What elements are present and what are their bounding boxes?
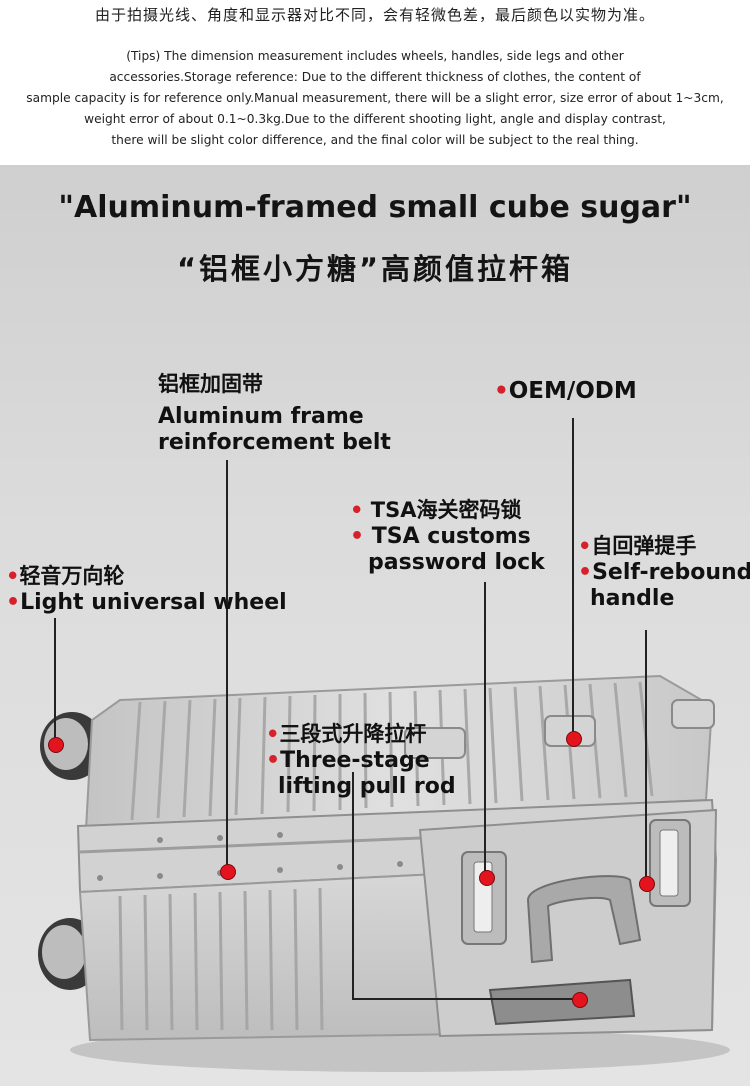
- label-frame-belt-en1: Aluminum frame: [158, 404, 364, 429]
- label-oem-text: OEM/ODM: [508, 378, 637, 404]
- label-wheel-en: Light universal wheel: [20, 590, 287, 615]
- leader-line-frame-belt: [226, 460, 228, 870]
- label-wheel-cn: 轻音万向轮: [19, 564, 125, 588]
- leader-line-pull-rod-h: [352, 998, 578, 1000]
- label-handle: •自回弹提手 •Self-rebound handle: [578, 530, 750, 612]
- label-frame-belt-en2: reinforcement belt: [158, 430, 391, 455]
- tips-line: accessories.Storage reference: Due to th…: [109, 70, 641, 84]
- bullet-dot: •: [6, 564, 20, 588]
- tips-line: sample capacity is for reference only.Ma…: [26, 91, 724, 105]
- bullet-dot: •: [494, 378, 509, 404]
- label-frame-belt: 铝框加固带 Aluminum frame reinforcement belt: [158, 368, 391, 456]
- title-english: "Aluminum-framed small cube sugar": [58, 190, 692, 225]
- label-handle-cn: 自回弹提手: [591, 534, 697, 558]
- marker-wheel: [48, 737, 64, 753]
- label-frame-belt-cn: 铝框加固带: [158, 372, 263, 396]
- label-wheel: •轻音万向轮 •Light universal wheel: [6, 560, 287, 616]
- tips-line: (Tips) The dimension measurement include…: [126, 49, 624, 63]
- label-oem: •OEM/ODM: [494, 378, 637, 404]
- bullet-dot: •: [266, 722, 280, 746]
- label-handle-en1: Self-rebound: [592, 560, 750, 585]
- label-pull-rod-en1: Three-stage: [280, 748, 430, 773]
- bullet-dot: •: [350, 524, 365, 549]
- bullet-dot: •: [578, 534, 592, 558]
- marker-pull-rod: [572, 992, 588, 1008]
- lock-right: [649, 819, 691, 907]
- leader-line-handle: [645, 630, 647, 878]
- label-tsa-lock: • TSA海关密码锁 • TSA customs password lock: [350, 494, 545, 576]
- marker-oem: [566, 731, 582, 747]
- disclaimer-section: 由于拍摄光线、角度和显示器对比不同，会有轻微色差，最后颜色以实物为准。 (Tip…: [0, 0, 750, 165]
- leader-line-oem: [572, 418, 574, 734]
- tips-line: there will be slight color difference, a…: [111, 133, 639, 147]
- lock-left: [461, 851, 507, 945]
- bullet-dot: •: [266, 748, 281, 773]
- marker-tsa-lock: [479, 870, 495, 886]
- rear-wheel-top: [40, 712, 104, 780]
- tips-line: weight error of about 0.1~0.3kg.Due to t…: [84, 112, 666, 126]
- label-pull-rod-en2: lifting pull rod: [278, 774, 456, 799]
- leader-line-wheel: [54, 618, 56, 740]
- bullet-dot: •: [578, 560, 593, 585]
- label-tsa-lock-en1: TSA customs: [371, 524, 531, 549]
- tips-paragraph: (Tips) The dimension measurement include…: [0, 46, 750, 151]
- color-disclaimer-cn: 由于拍摄光线、角度和显示器对比不同，会有轻微色差，最后颜色以实物为准。: [94, 6, 655, 24]
- label-pull-rod-cn: 三段式升降拉杆: [279, 722, 427, 746]
- marker-handle: [639, 876, 655, 892]
- title-chinese: “铝框小方糖”高颜值拉杆箱: [176, 252, 574, 286]
- label-tsa-lock-en2: password lock: [368, 550, 545, 575]
- leader-line-tsa-lock: [484, 582, 486, 874]
- label-tsa-lock-cn: TSA海关密码锁: [370, 498, 522, 522]
- label-pull-rod: •三段式升降拉杆 •Three-stage lifting pull rod: [266, 718, 456, 800]
- leader-line-pull-rod: [352, 772, 354, 1000]
- bullet-dot: •: [350, 498, 364, 522]
- bullet-dot: •: [6, 590, 21, 615]
- marker-frame-belt: [220, 864, 236, 880]
- label-handle-en2: handle: [590, 586, 675, 611]
